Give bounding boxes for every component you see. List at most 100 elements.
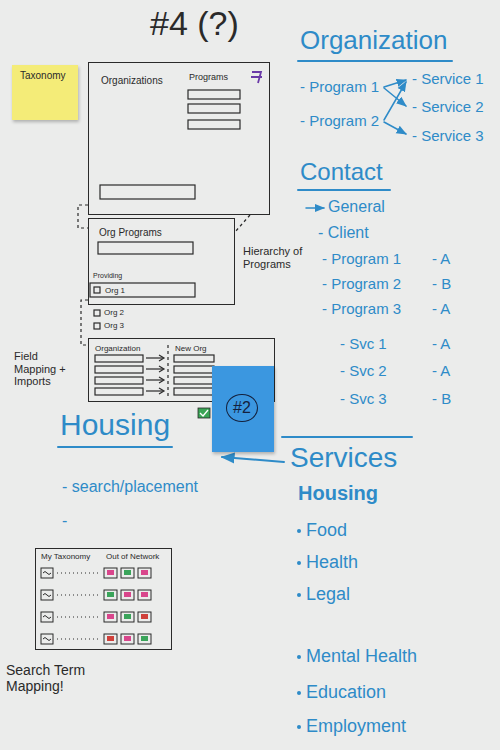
bullet: [297, 561, 301, 565]
dotted-row: [57, 573, 101, 574]
mark: [124, 636, 131, 641]
divider: [167, 345, 168, 398]
map-arrow: [146, 379, 163, 380]
heading: Services: [290, 442, 397, 474]
list-item: - Program 3: [322, 300, 401, 317]
list-item: Employment: [306, 716, 406, 737]
list-item: [188, 120, 240, 129]
list-item: - Service 1: [412, 70, 484, 87]
tick: [200, 410, 208, 416]
result-box: [104, 612, 117, 622]
bullet: [297, 529, 301, 533]
list-item: Mental Health: [306, 646, 417, 667]
taxonomy-grid: [41, 568, 151, 644]
sketch-title: #4 (?): [150, 4, 239, 43]
green-box: [198, 408, 210, 418]
list-value: - B: [432, 275, 451, 292]
field: [174, 355, 214, 362]
field: [95, 366, 143, 373]
map-arrow: [146, 390, 163, 391]
heading: Housing: [60, 408, 170, 443]
list-item: [188, 90, 240, 99]
mark: [124, 614, 131, 619]
arrow: [384, 122, 406, 134]
dotted-row: [57, 617, 101, 618]
mark: [107, 614, 114, 619]
list-value: - A: [432, 335, 450, 352]
list-item: - Service 2: [412, 98, 484, 115]
bullet: [297, 655, 301, 659]
blue-marker-strokes: [58, 61, 452, 462]
box-heading: Taxonomy: [20, 70, 66, 82]
dotted-row: [57, 595, 101, 596]
mark: [107, 592, 114, 597]
bottom-bar: [100, 185, 195, 199]
arrow: [222, 457, 284, 462]
box-text: Org 1: [105, 286, 125, 295]
heading: Organization: [300, 26, 447, 56]
list-item: -: [62, 512, 67, 530]
arrow: [384, 88, 406, 106]
overline: [282, 436, 412, 438]
org-row: [90, 283, 195, 297]
arrow: [306, 207, 324, 209]
dashed-connector: [235, 215, 250, 232]
list-item: Education: [306, 682, 386, 703]
map-arrow: [146, 357, 163, 358]
mark: [107, 636, 114, 641]
result-box: [121, 612, 134, 622]
list-item: Housing: [298, 482, 378, 505]
mark: [107, 570, 114, 575]
list-value: - A: [432, 250, 450, 267]
result-box: [104, 568, 117, 578]
field: [95, 388, 143, 395]
bullet: [297, 691, 301, 695]
squiggle: [43, 572, 51, 641]
wireframe-parts: [90, 90, 240, 398]
green-icon: [198, 408, 210, 418]
box-heading: My Taxonomy: [41, 552, 90, 561]
field: [174, 377, 214, 384]
input-field: [98, 242, 193, 254]
underline: [298, 60, 452, 62]
wireframe-box: OrganizationsPrograms: [88, 62, 270, 215]
checkbox: [94, 323, 100, 329]
wireframe-box: My TaxonomyOut of Network: [35, 548, 172, 650]
wireframe-box: Org ProgramsProvidingOrg 1: [88, 218, 235, 305]
list-item: - Service 3: [412, 127, 484, 144]
box-heading: #2: [226, 394, 258, 422]
note: Hierarchy of Programs: [243, 245, 309, 270]
mark: [141, 614, 148, 619]
result-box: [121, 634, 134, 644]
field: [95, 355, 143, 362]
result-box: [121, 590, 134, 600]
box-text: Programs: [189, 72, 228, 82]
dashed-connector: [78, 205, 88, 228]
heading: Contact: [300, 158, 383, 186]
arrow: [384, 82, 406, 120]
mark: [141, 636, 148, 641]
map-arrow: [146, 368, 163, 369]
list-item: Food: [306, 520, 347, 541]
dashed-connector: [81, 300, 88, 345]
box-text: Providing: [93, 272, 122, 280]
list-item: - search/placement: [62, 478, 198, 496]
list-item: - Program 2: [300, 112, 379, 129]
box-heading: Organization: [95, 344, 140, 353]
box-text: New Org: [175, 344, 207, 353]
result-box: [138, 590, 151, 600]
list-item: [188, 104, 240, 113]
result-box: [138, 568, 151, 578]
arrow: [384, 80, 406, 87]
checkbox-label: Org 3: [104, 321, 124, 330]
list-item: General: [328, 198, 385, 216]
list-item: - Svc 3: [340, 390, 387, 407]
sticky-note: Taxonomy: [12, 65, 78, 120]
list-item: - Svc 1: [340, 335, 387, 352]
purple-mark: [251, 72, 262, 83]
list-item: - Client: [318, 224, 369, 242]
arrow-head: [159, 355, 164, 394]
result-box: [138, 612, 151, 622]
bullet: [297, 725, 301, 729]
underline: [298, 189, 390, 191]
